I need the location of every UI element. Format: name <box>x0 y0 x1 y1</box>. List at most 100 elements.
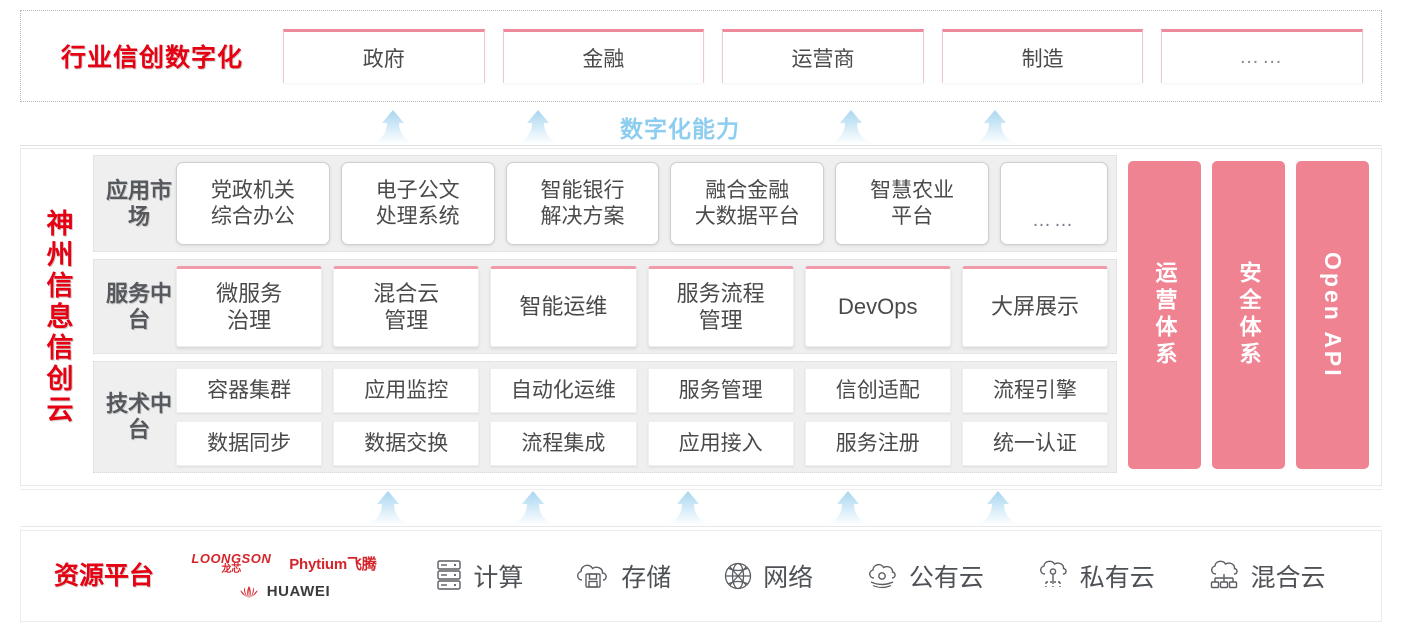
huawei-logo: HUAWEI <box>238 583 331 600</box>
card-label: 服务管理 <box>678 378 763 402</box>
tech-card-service-registry[interactable]: 服务注册 <box>804 421 951 466</box>
card-label: …… <box>1031 209 1076 231</box>
card-label: 数据同步 <box>207 431 292 455</box>
card-label: 混合云管理 <box>373 280 440 333</box>
card-label: 电子公文处理系统 <box>375 178 460 228</box>
pillar-label: 运营体系 <box>1152 261 1178 369</box>
row-label-application-market: 应用市场 <box>105 177 172 229</box>
card-label: 流程集成 <box>521 431 606 455</box>
server-icon <box>434 559 464 593</box>
industry-card-telecom[interactable]: 运营商 <box>722 29 924 83</box>
card-label: 大屏展示 <box>990 294 1079 320</box>
resource-item-private-cloud[interactable]: 私有云 <box>1035 558 1155 594</box>
resource-item-compute[interactable]: 计算 <box>434 558 523 594</box>
resource-item-hybrid-cloud[interactable]: 混合云 <box>1206 558 1326 594</box>
industry-card-label: 金融 <box>582 47 625 71</box>
up-arrow-icon <box>665 490 711 526</box>
resource-item-label: 公有云 <box>908 564 984 592</box>
tech-card-xinchuang-adaptation[interactable]: 信创适配 <box>804 368 951 413</box>
row-service-platform: 服务中台 微服务治理 混合云管理 智能运维 服务流程管理 DevOps 大屏展示 <box>93 259 1117 354</box>
svc-card-large-screen-display[interactable]: 大屏展示 <box>961 266 1109 347</box>
resource-item-public-cloud[interactable]: 公有云 <box>864 558 984 594</box>
phytium-logo: Phytium飞腾 <box>289 556 377 573</box>
industry-card-manufacturing[interactable]: 制造 <box>941 29 1144 83</box>
card-label: 融合金融大数据平台 <box>694 178 800 228</box>
industry-card-government[interactable]: 政府 <box>283 29 485 83</box>
cloud-platform-panel: 神州信息信创云 应用市场 党政机关综合办公 电子公文处理系统 智能银行解决方案 … <box>20 148 1382 486</box>
loongson-logo: LOONGSON 龙芯 <box>191 552 271 575</box>
pillar-open-api[interactable]: Open API <box>1296 161 1369 469</box>
upward-flow-band-top <box>20 104 1382 146</box>
card-label: 智能运维 <box>519 294 608 320</box>
card-label: 统一认证 <box>992 431 1077 455</box>
network-globe-icon <box>722 560 754 592</box>
svc-card-hybrid-cloud-management[interactable]: 混合云管理 <box>333 266 480 347</box>
card-label: 智能银行解决方案 <box>540 178 625 228</box>
app-card-party-gov-office[interactable]: 党政机关综合办公 <box>176 162 330 245</box>
loongson-logo-text: LOONGSON <box>191 551 272 566</box>
pillar-operations-system[interactable]: 运营体系 <box>1128 161 1201 469</box>
digital-capability-label: 数字化能力 <box>620 116 740 142</box>
tech-card-service-management[interactable]: 服务管理 <box>647 368 794 413</box>
industry-card-label: 政府 <box>362 47 405 71</box>
tech-card-process-integration[interactable]: 流程集成 <box>490 421 637 466</box>
card-label: 党政机关综合办公 <box>210 178 295 228</box>
industry-band-title: 行业信创数字化 <box>60 44 243 72</box>
tech-card-data-exchange[interactable]: 数据交换 <box>333 421 480 466</box>
resource-item-network[interactable]: 网络 <box>722 558 813 594</box>
tech-card-unified-auth[interactable]: 统一认证 <box>961 421 1109 466</box>
resource-platform-title: 资源平台 <box>53 561 154 590</box>
row-application-market: 应用市场 党政机关综合办公 电子公文处理系统 智能银行解决方案 融合金融大数据平… <box>93 155 1117 252</box>
app-card-smart-bank[interactable]: 智能银行解决方案 <box>505 162 660 245</box>
svc-card-microservice-governance[interactable]: 微服务治理 <box>176 266 323 347</box>
industry-band: 行业信创数字化 政府 金融 运营商 制造 …… <box>20 10 1382 102</box>
industry-card-more[interactable]: …… <box>1161 29 1363 83</box>
card-label: 微服务治理 <box>216 280 283 333</box>
resource-item-storage[interactable]: 存储 <box>574 558 671 594</box>
tech-card-automated-ops[interactable]: 自动化运维 <box>490 368 637 413</box>
row-technology-platform: 技术中台 容器集群 应用监控 自动化运维 服务管理 信创适配 流程引擎 数据同步 <box>93 361 1117 473</box>
pillar-security-system[interactable]: 安全体系 <box>1212 161 1285 469</box>
svc-card-intelligent-ops[interactable]: 智能运维 <box>490 266 637 347</box>
resource-item-label: 私有云 <box>1079 564 1155 592</box>
resource-item-label: 计算 <box>473 564 524 592</box>
resource-item-list: 计算 存储 <box>409 558 1381 594</box>
public-cloud-icon <box>864 561 900 591</box>
card-label: 智慧农业平台 <box>870 178 955 228</box>
tech-card-container-cluster[interactable]: 容器集群 <box>176 368 323 413</box>
tech-card-data-sync[interactable]: 数据同步 <box>176 421 323 466</box>
app-card-fintech-bigdata[interactable]: 融合金融大数据平台 <box>670 162 825 245</box>
card-label: 自动化运维 <box>510 378 616 402</box>
pillar-column-group: 运营体系 安全体系 Open API <box>1117 155 1373 477</box>
cloud-storage-icon <box>574 560 612 592</box>
private-cloud-icon <box>1035 560 1071 592</box>
row-label-technology-platform: 技术中台 <box>105 391 172 442</box>
pillar-label: Open API <box>1320 251 1346 379</box>
hybrid-cloud-icon <box>1206 560 1242 592</box>
svc-card-devops[interactable]: DevOps <box>804 266 951 347</box>
huawei-logo-text: HUAWEI <box>266 583 331 600</box>
card-label: 数据交换 <box>364 431 449 455</box>
tech-card-app-monitoring[interactable]: 应用监控 <box>333 368 480 413</box>
upward-flow-band-bottom <box>20 489 1382 527</box>
tech-row-2: 数据同步 数据交换 流程集成 应用接入 服务注册 统一认证 <box>176 421 1109 466</box>
app-card-edoc-system[interactable]: 电子公文处理系统 <box>340 162 495 245</box>
app-card-smart-agriculture[interactable]: 智慧农业平台 <box>835 162 989 245</box>
card-label: 服务注册 <box>835 431 920 455</box>
resource-item-label: 存储 <box>621 564 672 592</box>
card-label: 应用接入 <box>678 431 763 455</box>
up-arrow-icon <box>825 490 871 526</box>
up-arrow-icon <box>975 490 1021 526</box>
svc-card-service-process-management[interactable]: 服务流程管理 <box>647 266 794 347</box>
row-label-service-platform: 服务中台 <box>105 280 172 332</box>
card-label: 流程引擎 <box>992 378 1077 402</box>
card-label: 信创适配 <box>835 378 920 402</box>
industry-card-finance[interactable]: 金融 <box>502 29 705 83</box>
cloud-platform-title: 神州信息信创云 <box>42 208 73 426</box>
tech-card-process-engine[interactable]: 流程引擎 <box>961 368 1109 413</box>
app-card-more[interactable]: …… <box>999 162 1108 245</box>
vendor-logo-group: LOONGSON 龙芯 Phytium飞腾 <box>159 552 409 600</box>
industry-card-list: 政府 金融 运营商 制造 …… <box>283 29 1381 83</box>
tech-card-app-access[interactable]: 应用接入 <box>647 421 794 466</box>
